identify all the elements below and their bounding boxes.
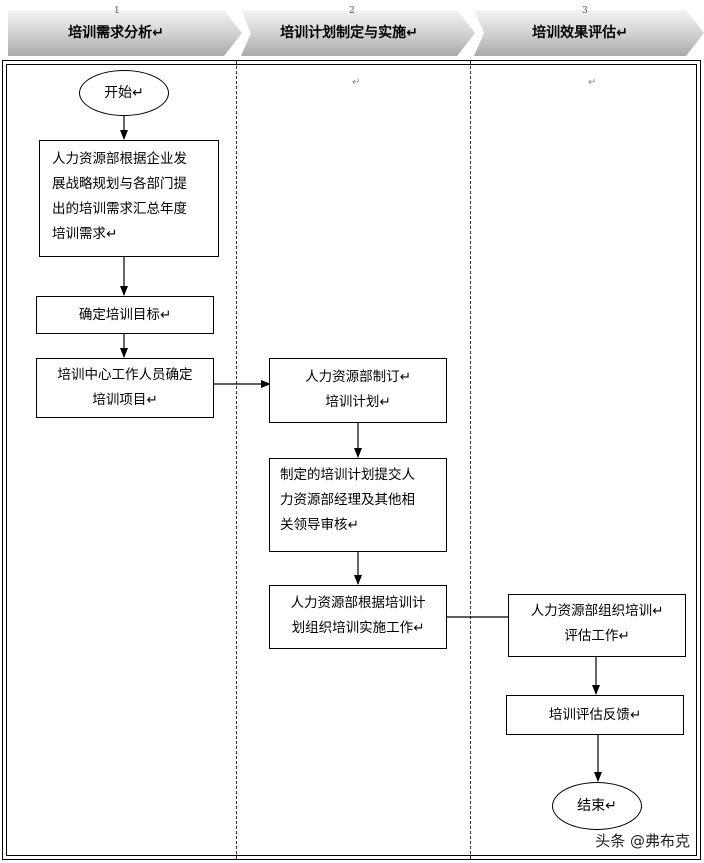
end-node: 结束↵ xyxy=(552,782,642,830)
watermark: 头条 @弗布克 xyxy=(595,832,690,850)
lane-title: 培训计划制定与实施↵ xyxy=(280,25,418,41)
lane-header-2: 2 培训计划制定与实施↵ xyxy=(241,6,475,56)
step-evaluation-feedback: 培训评估反馈↵ xyxy=(506,695,684,735)
chevron-shape xyxy=(241,10,475,56)
diagram-frame-inner xyxy=(6,64,697,856)
lane-header-3: 3 培训效果评估↵ xyxy=(474,6,704,56)
step-define-goals: 确定培训目标↵ xyxy=(36,296,214,334)
step-text-line: 人力资源部制订↵ xyxy=(305,369,411,385)
diagram-frame xyxy=(2,60,701,860)
step-text-line: 出的培训需求汇总年度 xyxy=(52,201,187,217)
end-label: 结束↵ xyxy=(577,798,617,814)
step-text: 确定培训目标↵ xyxy=(78,307,172,323)
chevron-shape xyxy=(474,10,704,56)
chevron-shape xyxy=(8,10,242,56)
step-text-line: 培训计划↵ xyxy=(325,394,391,410)
step-text-line: 培训项目↵ xyxy=(92,392,158,408)
paragraph-mark: ↵ xyxy=(352,77,361,88)
step-text-line: 划组织培训实施工作↵ xyxy=(291,620,425,636)
paragraph-mark: ↵ xyxy=(588,77,597,88)
lane-title: 培训效果评估↵ xyxy=(532,25,628,41)
lane-number: 1 xyxy=(114,6,120,16)
step-text-line: 展战略规划与各部门提 xyxy=(52,176,187,192)
step-organize-evaluation: 人力资源部组织培训↵ 评估工作↵ xyxy=(508,594,686,657)
step-text: 培训评估反馈↵ xyxy=(548,707,642,723)
step-submit-review: 制定的培训计划提交人 力资源部经理及其他相 关领导审核↵ xyxy=(269,458,447,552)
lane-divider xyxy=(236,61,237,859)
lane-number: 2 xyxy=(349,6,355,16)
step-text-line: 力资源部经理及其他相 xyxy=(280,492,415,508)
start-node: 开始↵ xyxy=(79,70,169,116)
step-text-line: 关领导审核↵ xyxy=(280,517,359,533)
step-text-line: 培训中心工作人员确定 xyxy=(57,367,193,383)
step-text-line: 评估工作↵ xyxy=(564,628,630,644)
step-summarize-needs: 人力资源部根据企业发 展战略规划与各部门提 出的培训需求汇总年度 培训需求↵ xyxy=(39,140,219,257)
lane-number: 3 xyxy=(582,6,588,16)
step-text-line: 培训需求↵ xyxy=(52,226,118,242)
step-define-projects: 培训中心工作人员确定 培训项目↵ xyxy=(36,358,214,418)
step-text-line: 人力资源部根据培训计 xyxy=(290,595,426,611)
lane-title: 培训需求分析↵ xyxy=(68,25,164,41)
step-text-line: 制定的培训计划提交人 xyxy=(280,467,415,483)
start-label: 开始↵ xyxy=(104,85,144,101)
step-implement-training: 人力资源部根据培训计 划组织培训实施工作↵ xyxy=(269,585,447,649)
step-text-line: 人力资源部根据企业发 xyxy=(52,151,187,167)
step-make-plan: 人力资源部制订↵ 培训计划↵ xyxy=(269,358,447,423)
lane-divider xyxy=(470,61,471,859)
step-text-line: 人力资源部组织培训↵ xyxy=(530,603,664,619)
lane-header-1: 1 培训需求分析↵ xyxy=(8,6,242,56)
